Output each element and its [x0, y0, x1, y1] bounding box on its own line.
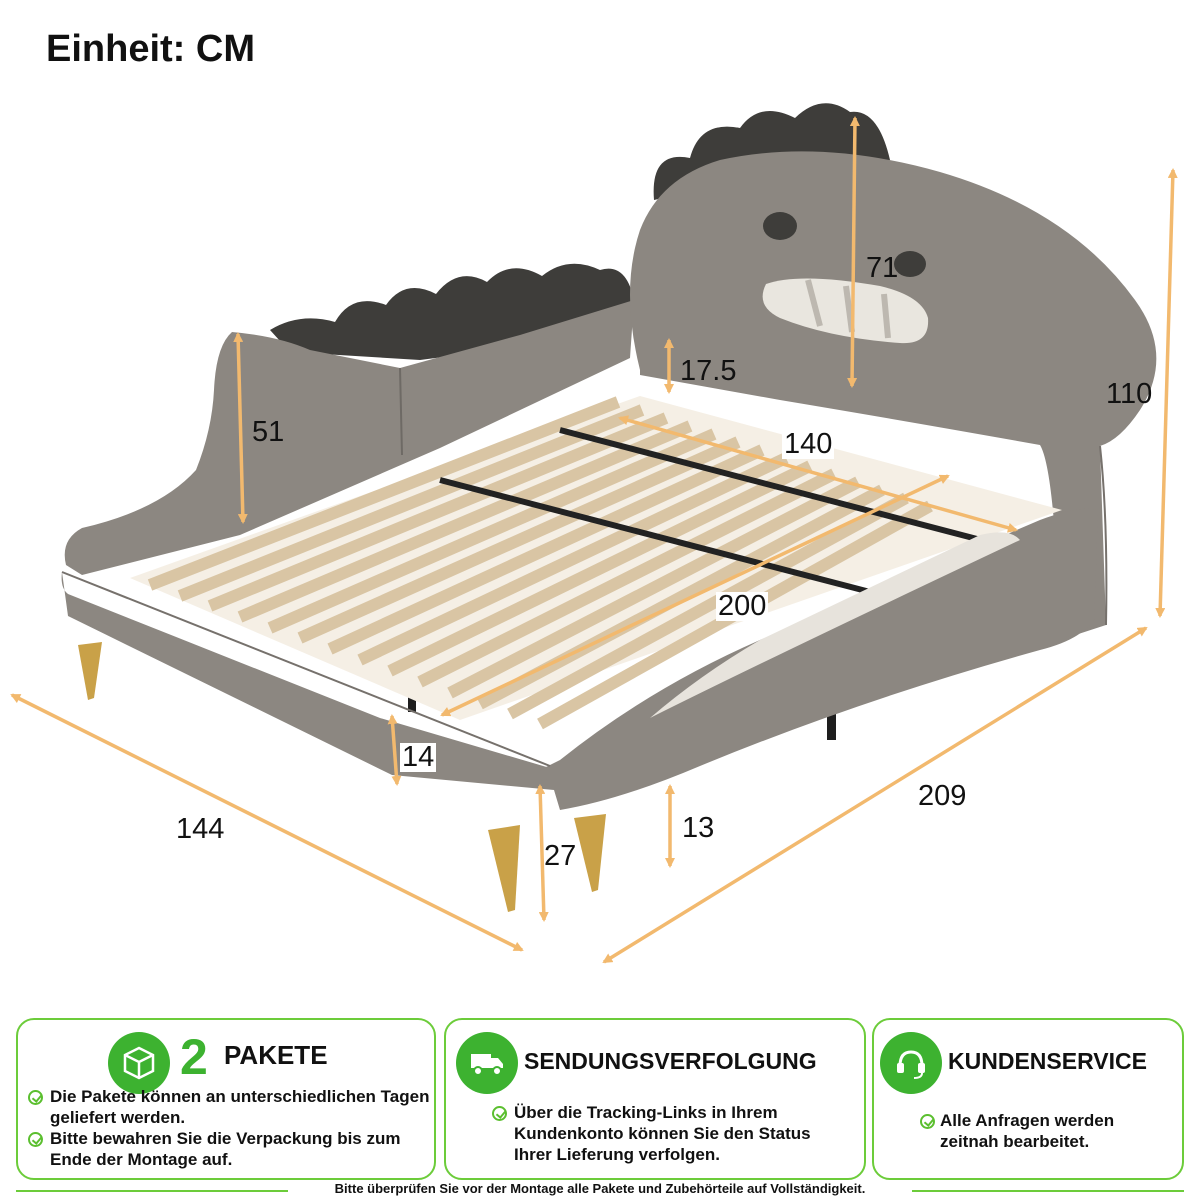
arrow-inner-width [618, 415, 1018, 533]
label-inner-width: 140 [782, 428, 835, 460]
footer-divider-left [16, 1190, 288, 1192]
arrow-total-width [10, 693, 524, 952]
arrow-side-height [233, 332, 248, 524]
check-icon [920, 1114, 935, 1129]
label-rail-height: 14 [400, 741, 437, 773]
side-panel [64, 263, 634, 575]
label-inner-length: 200 [716, 590, 769, 622]
label-headboard-gap: 17.5 [680, 355, 737, 387]
package-count: 2 [180, 1029, 208, 1085]
arrow-total-length [602, 626, 1148, 964]
label-total-length: 209 [918, 780, 967, 812]
arrow-headboard-face [847, 116, 860, 388]
label-total-height: 110 [1106, 378, 1153, 410]
headset-icon [880, 1032, 942, 1094]
label-total-width: 144 [176, 813, 225, 845]
arrow-leg-height [535, 784, 549, 922]
package-icon [108, 1032, 170, 1094]
label-leg-height: 27 [544, 840, 577, 872]
unit-title: Einheit: CM [46, 28, 255, 70]
tracking-bullet-1: Über die Tracking-Links in Ihrem Kundenk… [514, 1103, 811, 1164]
dimension-arrows [10, 116, 1178, 964]
packages-bullet-2: Bitte bewahren Sie die Verpackung bis zu… [50, 1129, 401, 1169]
label-headboard-face: 71 [866, 252, 899, 284]
check-icon [28, 1090, 43, 1105]
headboard [630, 103, 1157, 640]
label-clearance: 13 [682, 812, 715, 844]
card-title-tracking: SENDUNGSVERFOLGUNG [524, 1048, 817, 1074]
footer-note: Bitte überprüfen Sie vor der Montage all… [334, 1181, 866, 1196]
card-packages: 2 PAKETE Die Pakete können an unterschie… [16, 1018, 436, 1180]
bed-illustration [10, 103, 1178, 964]
card-title-customer-service: KUNDENSERVICE [948, 1048, 1147, 1074]
packages-bullet-1: Die Pakete können an unterschiedlichen T… [50, 1087, 430, 1127]
arrow-total-height [1155, 168, 1178, 618]
card-tracking: SENDUNGSVERFOLGUNG Über die Tracking-Lin… [444, 1018, 866, 1180]
footer-divider-right [912, 1190, 1184, 1192]
delivery-truck-icon [456, 1032, 518, 1094]
card-customer-service: KUNDENSERVICE Alle Anfragen werden zeitn… [872, 1018, 1184, 1180]
service-bullet-1: Alle Anfragen werden zeitnah bearbeitet. [940, 1111, 1115, 1151]
check-icon [28, 1132, 43, 1147]
card-title-packages: PAKETE [224, 1040, 328, 1070]
arrow-inner-length [440, 474, 950, 717]
label-side-height: 51 [252, 416, 285, 448]
check-icon [492, 1106, 507, 1121]
